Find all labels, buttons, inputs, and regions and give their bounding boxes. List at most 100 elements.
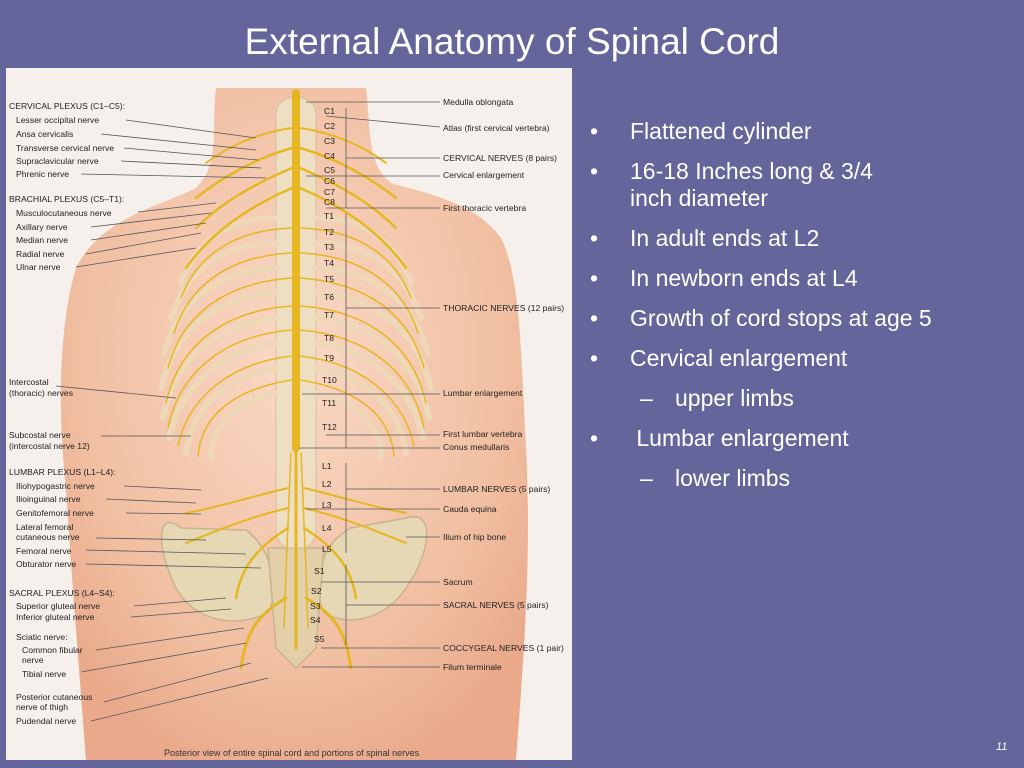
bullet-item: • Growth of cord stops at age 5 — [590, 305, 1020, 332]
bullet-marker: • — [590, 345, 599, 371]
label-lateral-femoral: Lateral femoral — [16, 522, 74, 532]
label-sciatic-nerve: Sciatic nerve: — [16, 632, 68, 642]
segment-label: T8 — [324, 333, 335, 343]
label-sacral-plexus: SACRAL PLEXUS (L4–S4): — [9, 588, 115, 598]
anatomy-illustration — [55, 88, 528, 760]
bullet-marker: • — [590, 118, 599, 144]
segment-label: L3 — [322, 500, 332, 510]
segment-label: S3 — [310, 601, 321, 611]
segment-label: T3 — [324, 242, 335, 252]
label-iliohypogastric-nerve: Iliohypogastric nerve — [16, 481, 95, 491]
bullet-text: Growth of cord stops at age 5 — [630, 305, 932, 331]
bullet-text: 16-18 Inches long & 3/4 inch diameter — [630, 158, 873, 211]
label-ilium-of-hip-bone: Ilium of hip bone — [443, 532, 507, 542]
label-lesser-occipital-nerve: Lesser occipital nerve — [16, 115, 100, 125]
label-intercostal-nerve-12: (intercostal nerve 12) — [9, 441, 90, 451]
sub-bullet-text: upper limbs — [675, 385, 794, 411]
segment-label: C4 — [324, 151, 335, 161]
label-common-fibular-nerve: nerve — [22, 655, 44, 665]
label-transverse-cervical-nerve: Transverse cervical nerve — [16, 143, 115, 153]
segment-label: S5 — [314, 634, 325, 644]
segment-label: T4 — [324, 258, 335, 268]
label-ansa-cervicalis: Ansa cervicalis — [16, 129, 74, 139]
bullet-marker: • — [590, 158, 599, 184]
segment-label: T9 — [324, 353, 335, 363]
label-tibial-nerve: Tibial nerve — [22, 669, 67, 679]
segment-label: S1 — [314, 566, 325, 576]
label-sacral-nerves: SACRAL NERVES (5 pairs) — [443, 600, 549, 610]
sub-bullet-marker: – — [640, 385, 653, 411]
left-leader-lines — [55, 119, 269, 722]
label-cervical-enlargement: Cervical enlargement — [443, 170, 525, 180]
figure-caption: Posterior view of entire spinal cord and… — [164, 748, 420, 758]
label-thoracic-nerves-pairs: THORACIC NERVES (12 pairs) — [443, 303, 565, 313]
label-supraclavicular-nerve: Supraclavicular nerve — [16, 156, 99, 166]
segment-label: T5 — [324, 274, 335, 284]
segment-label: C5 — [324, 165, 335, 175]
segment-label: S4 — [310, 615, 321, 625]
segment-label: C3 — [324, 136, 335, 146]
ribs — [158, 215, 434, 461]
label-common-fibular: Common fibular — [22, 645, 83, 655]
label-cervical-nerves: CERVICAL NERVES (8 pairs) — [443, 153, 557, 163]
label-cauda-equina: Cauda equina — [443, 504, 497, 514]
segment-label: C1 — [324, 106, 335, 116]
label-first-thoracic-vertebra: First thoracic vertebra — [443, 203, 527, 213]
label-musculocutaneous-nerve: Musculocutaneous nerve — [16, 208, 112, 218]
label-nerve-of-thigh: nerve of thigh — [16, 702, 69, 712]
label-conus-medullaris: Conus medullaris — [443, 442, 510, 452]
label-subcostal-nerve: Subcostal nerve — [9, 430, 71, 440]
label-cutaneous-nerve: cutaneous nerve — [16, 532, 80, 542]
bullet-marker: • — [590, 225, 599, 251]
segment-label: C7 — [324, 187, 335, 197]
label-phrenic-nerve: Phrenic nerve — [16, 169, 70, 179]
label-medulla-oblongata: Medulla oblongata — [443, 97, 514, 107]
ilium-right — [317, 515, 428, 621]
bullet-item: • In adult ends at L2 — [590, 225, 1020, 252]
segment-label: C6 — [324, 176, 335, 186]
segment-label: L5 — [322, 544, 332, 554]
segment-label: C2 — [324, 121, 335, 131]
label-superior-gluteal-nerve: Superior gluteal nerve — [16, 601, 101, 611]
bullet-item: • 16-18 Inches long & 3/4 inch diameter — [590, 158, 910, 212]
label-obturator-nerve: Obturator nerve — [16, 559, 77, 569]
segment-label: T1 — [324, 211, 335, 221]
sub-bullet-item: –lower limbs — [590, 465, 1020, 492]
bullet-item: •In newborn ends at L4 — [590, 265, 1020, 292]
label-cervical-plexus: CERVICAL PLEXUS (C1–C5): — [9, 101, 126, 111]
label-ulnar-nerve: Ulnar nerve — [16, 262, 61, 272]
label-radial-nerve: Radial nerve — [16, 249, 65, 259]
segment-label: C8 — [324, 197, 335, 207]
label-pudendal-nerve: Pudendal nerve — [16, 716, 77, 726]
segment-label: T6 — [324, 292, 335, 302]
label-filum-terminale: Filum terminale — [443, 662, 502, 672]
sub-bullet-text: lower limbs — [675, 465, 791, 491]
label-ilioinguinal-nerve: Ilioinguinal nerve — [16, 494, 81, 504]
bullet-item: •Flattened cylinder — [590, 118, 1020, 145]
sub-bullet-item: –upper limbs — [590, 385, 1020, 412]
bullet-text: Cervical enlargement — [630, 345, 848, 371]
label-thoracic-nerves: (thoracic) nerves — [9, 388, 73, 398]
label-median-nerve: Median nerve — [16, 235, 69, 245]
nerves — [165, 89, 427, 670]
label-atlas: Atlas (first cervical vertebra) — [443, 123, 550, 133]
label-posterior-cutaneous: Posterior cutaneous — [16, 692, 93, 702]
label-brachial-plexus: BRACHIAL PLEXUS (C5–T1): — [9, 194, 125, 204]
segment-label: T12 — [322, 422, 337, 432]
label-inferior-gluteal-nerve: Inferior gluteal nerve — [16, 612, 95, 622]
label-intercostal: Intercostal — [9, 377, 49, 387]
bullet-marker: • — [590, 305, 599, 331]
segment-label: T7 — [324, 310, 335, 320]
spinal-cord-figure: CERVICAL PLEXUS (C1–C5): Lesser occipita… — [6, 68, 572, 760]
label-femoral-nerve: Femoral nerve — [16, 546, 72, 556]
bullet-text: In adult ends at L2 — [630, 225, 820, 251]
label-lumbar-plexus: LUMBAR PLEXUS (L1–L4): — [9, 467, 116, 477]
page-number: 11 — [996, 741, 1008, 753]
bullet-text: Lumbar enlargement — [630, 425, 849, 451]
label-lumbar-enlargement: Lumbar enlargement — [443, 388, 523, 398]
label-sacrum: Sacrum — [443, 577, 473, 587]
segment-label: S2 — [311, 586, 322, 596]
bullet-marker: • — [590, 265, 599, 291]
label-coccygeal-nerves: COCCYGEAL NERVES (1 pair) — [443, 643, 564, 653]
label-first-lumbar-vertebra: First lumbar vertebra — [443, 429, 523, 439]
